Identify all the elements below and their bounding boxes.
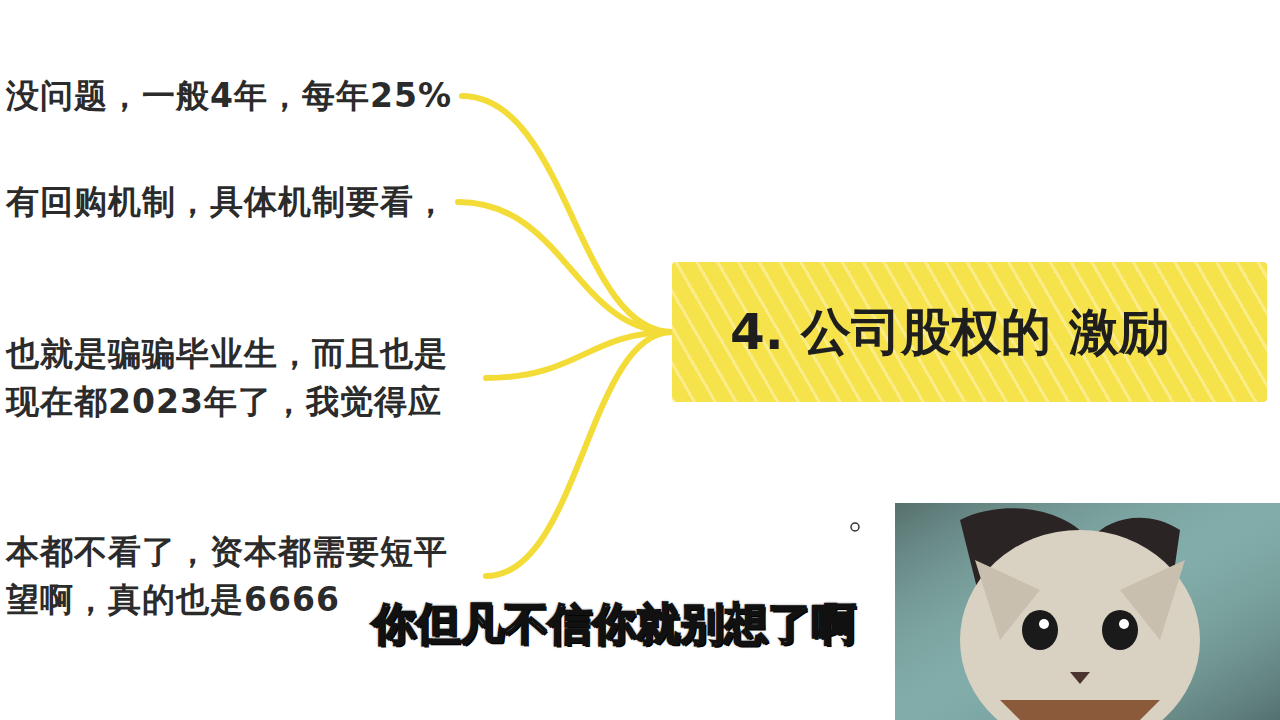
branch-text: 有回购机制，具体机制要看， (6, 178, 448, 226)
topic-title: 4. 公司股权的 激励 (672, 299, 1169, 366)
branch-note: 有回购机制，具体机制要看， (6, 178, 448, 226)
branch-note: 也就是骗骗毕业生，而且也是 现在都2023年了，我觉得应 (6, 330, 476, 426)
branch-curve (462, 96, 672, 332)
topic-banner: 4. 公司股权的 激励 (672, 262, 1267, 402)
dot-symbol (851, 523, 859, 531)
branch-curve (458, 202, 672, 332)
branch-note: 没问题，一般4年，每年25% (6, 72, 452, 120)
branch-curve (486, 332, 672, 576)
branch-text: 没问题，一般4年，每年25% (6, 72, 452, 120)
cat-photo (895, 503, 1280, 720)
branch-text: 也就是骗骗毕业生，而且也是 现在都2023年了，我觉得应 (6, 330, 476, 426)
subtitle: 你但凡不信你就别想了啊 (372, 594, 856, 654)
subtitle-text: 你但凡不信你就别想了啊 (372, 598, 856, 649)
